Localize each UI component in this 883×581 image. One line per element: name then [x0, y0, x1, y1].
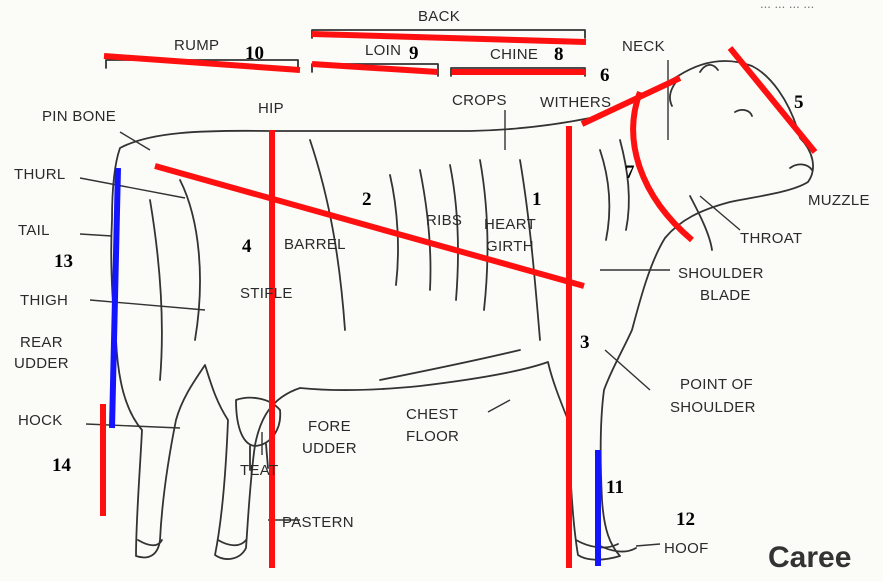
- label-point-of-shoulder-line1: POINT OF: [680, 376, 753, 393]
- number-10: 10: [245, 44, 264, 64]
- red-curve-neck: [633, 92, 692, 240]
- label-point-of-shoulder-line2: SHOULDER: [670, 399, 756, 416]
- label-barrel: BARREL: [284, 236, 346, 253]
- label-loin: LOIN: [365, 42, 401, 59]
- label-heart-girth-line2: GIRTH: [486, 238, 534, 255]
- label-pastern: PASTERN: [282, 514, 354, 531]
- label-muzzle: MUZZLE: [808, 192, 870, 209]
- label-thigh: THIGH: [20, 292, 68, 309]
- label-shoulder-blade-line1: SHOULDER: [678, 265, 764, 282]
- label-chest-floor-line1: CHEST: [406, 406, 458, 423]
- red-line-rump: [104, 56, 300, 70]
- brand-text: Caree: [768, 542, 851, 574]
- number-5: 5: [794, 93, 804, 113]
- number-11: 11: [606, 478, 624, 498]
- label-rear-udder-line1: REAR: [20, 334, 63, 351]
- label-ribs: RIBS: [426, 212, 462, 229]
- number-3: 3: [580, 333, 590, 353]
- label-throat: THROAT: [740, 230, 802, 247]
- number-1: 1: [532, 190, 542, 210]
- label-shoulder-blade-line2: BLADE: [700, 287, 751, 304]
- number-9: 9: [409, 44, 419, 64]
- label-teat: TEAT: [240, 462, 278, 479]
- label-fore-udder-line1: FORE: [308, 418, 351, 435]
- label-tail: TAIL: [18, 222, 50, 239]
- number-6: 6: [600, 66, 610, 86]
- number-12: 12: [676, 510, 695, 530]
- number-7: 7: [625, 163, 635, 183]
- label-fore-udder-line2: UDDER: [302, 440, 357, 457]
- label-thurl: THURL: [14, 166, 66, 183]
- top-cut-text: ... ... ... ...: [760, 0, 814, 11]
- label-hock: HOCK: [18, 412, 63, 429]
- label-chine: CHINE: [490, 46, 538, 63]
- red-line-loin: [312, 64, 438, 72]
- cow-outline: [111, 61, 813, 560]
- red-line-back: [312, 34, 586, 42]
- label-rump: RUMP: [174, 37, 219, 54]
- label-hip: HIP: [258, 100, 284, 117]
- label-hoof: HOOF: [664, 540, 709, 557]
- number-4: 4: [242, 237, 252, 257]
- label-heart-girth-line1: HEART: [484, 216, 536, 233]
- number-14: 14: [52, 456, 71, 476]
- label-chest-floor-line2: FLOOR: [406, 428, 459, 445]
- label-back: BACK: [418, 8, 460, 25]
- number-2: 2: [362, 190, 372, 210]
- label-crops: CROPS: [452, 92, 507, 109]
- label-rear-udder-line2: UDDER: [14, 355, 69, 372]
- label-neck: NECK: [622, 38, 665, 55]
- label-pin-bone: PIN BONE: [42, 108, 116, 125]
- label-withers: WITHERS: [540, 94, 611, 111]
- label-stifle: STIFLE: [240, 285, 293, 302]
- number-8: 8: [554, 45, 564, 65]
- number-13: 13: [54, 252, 73, 272]
